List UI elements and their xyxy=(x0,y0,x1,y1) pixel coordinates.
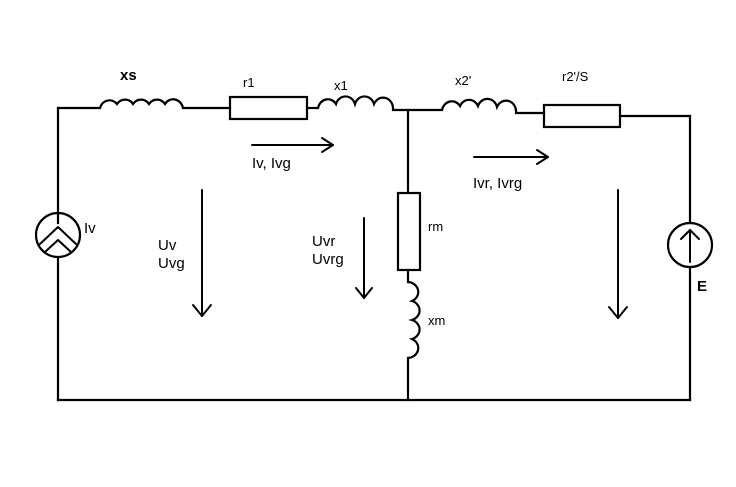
resistor-r1 xyxy=(228,95,309,121)
double-chevron-up-icon xyxy=(39,226,77,253)
label-voltage-uvrg: Uvrg xyxy=(312,251,344,268)
label-xs: xs xyxy=(120,67,137,84)
resistor-rm xyxy=(396,191,422,272)
inductor-x1 xyxy=(316,95,395,111)
label-voltage-uv: Uv xyxy=(158,237,177,254)
label-rm: rm xyxy=(428,219,443,234)
source-e xyxy=(666,221,714,269)
wires xyxy=(56,106,692,402)
label-current-iv: Iv, Ivg xyxy=(252,155,291,172)
label-x1: x1 xyxy=(334,78,348,93)
current-source-iv-circle xyxy=(34,211,82,259)
inductor-xs xyxy=(98,98,185,109)
label-r1: r1 xyxy=(243,75,255,90)
inductor-x2p xyxy=(440,97,518,114)
resistor-r2s xyxy=(542,103,622,129)
label-x2p: x2' xyxy=(455,73,471,88)
inductor-xm xyxy=(407,280,421,360)
arrow-current-iv xyxy=(251,137,334,153)
label-r2s: r2'/S xyxy=(562,69,589,84)
label-xm: xm xyxy=(428,313,445,328)
arrow-voltage-uvr xyxy=(355,217,373,299)
arrow-voltage-uv xyxy=(192,189,212,317)
arrow-voltage-e xyxy=(608,189,628,319)
arrow-up-icon xyxy=(680,229,700,263)
arrow-current-ivr xyxy=(473,149,549,165)
label-iv-source: Iv xyxy=(84,220,96,237)
label-current-ivr: Ivr, Ivrg xyxy=(473,175,522,192)
current-source-iv xyxy=(34,211,82,259)
source-e-circle xyxy=(666,221,714,269)
label-e-source: E xyxy=(697,278,707,295)
label-voltage-uvg: Uvg xyxy=(158,255,185,272)
label-voltage-uvr: Uvr xyxy=(312,233,335,250)
